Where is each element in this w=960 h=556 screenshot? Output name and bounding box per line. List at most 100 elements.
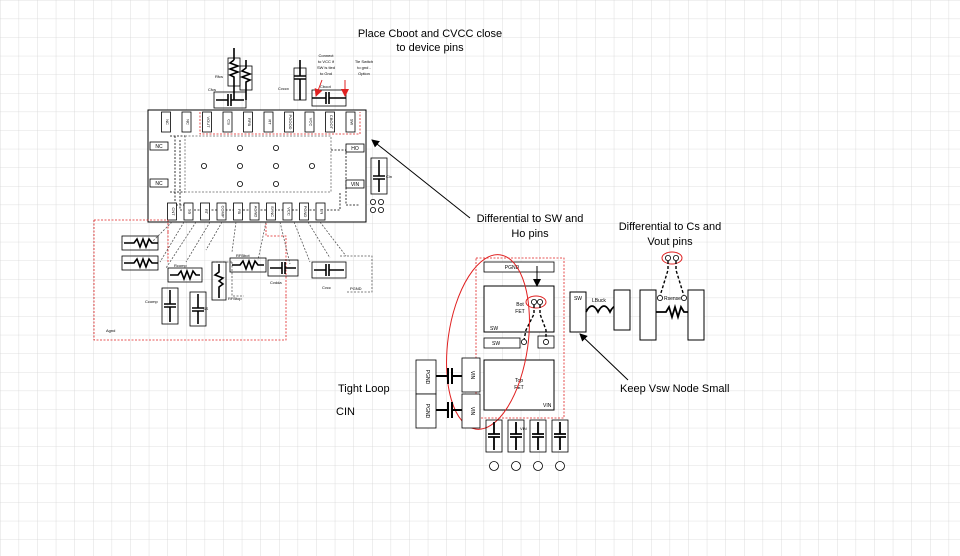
rsense: Rsense [639,251,705,341]
top-components: Rfcs Cfcs Cvccx Cboot [208,48,349,109]
svg-text:Differential to SW and: Differential to SW and [477,213,584,225]
note-keep-vsw: Keep Vsw Node Small [620,383,729,395]
top-pin: NC [161,111,171,133]
cfcs-label: Cfcs [208,87,216,92]
cin-label: CIN [336,406,355,418]
svg-text:Ccomp: Ccomp [145,299,158,304]
svg-text:VOUT: VOUT [206,116,211,128]
svg-text:SW is tied: SW is tied [317,65,335,70]
arrow-to-ic [371,139,471,219]
svg-text:PGND: PGND [424,370,430,385]
svg-text:PGND: PGND [424,404,430,419]
svg-text:PGND: PGND [350,286,362,291]
svg-text:SW: SW [490,326,498,332]
top-pin: CBOOT [325,111,335,133]
top-pin: VCC [304,111,315,133]
top-pin: CS [222,111,233,133]
svg-text:RT: RT [204,209,209,215]
svg-text:FET: FET [514,385,523,391]
svg-text:SS: SS [188,209,193,215]
svg-text:Cin: Cin [386,174,392,179]
top-pin: RFB [243,111,253,133]
svg-text:Connect: Connect [319,53,335,58]
svg-text:VIN: VIN [520,426,527,431]
svg-text:VCC: VCC [309,118,314,127]
svg-text:CNT: CNT [171,207,176,216]
rcomp-resistors [121,235,159,271]
svg-text:to VCC if: to VCC if [318,59,335,64]
svg-text:VCC: VCC [287,207,292,216]
note-place-caps: Place Cboot and CVCC close to device pin… [358,28,502,54]
thermal-vias [200,144,315,187]
note-diff-cs: Differential to Cs and Vout pins [619,221,722,248]
top-pin: SW [345,111,356,133]
svg-text:LBuck: LBuck [592,298,606,304]
svg-text:Vout pins: Vout pins [647,236,693,248]
svg-text:to device pins: to device pins [396,42,464,54]
svg-text:AGND: AGND [254,206,259,218]
tight-loop-label: Tight Loop [338,383,390,395]
svg-text:PGOOD: PGOOD [288,115,293,130]
svg-text:SS: SS [203,306,209,311]
right-pin-vin: VIN [351,182,360,188]
svg-text:FET: FET [515,309,524,315]
left-pin-1: NC [155,144,163,150]
svg-text:Cvcc: Cvcc [322,285,331,290]
svg-text:NC: NC [165,119,170,125]
bottom-pin: FB [233,202,243,221]
vin-caps: VIN [485,419,569,471]
vin-side: PGND PGND VIN VIN [415,357,481,429]
svg-text:RFBtop: RFBtop [228,296,242,301]
note-connect-vcc: Connect to VCC if SW is tied to Gnd [317,53,335,76]
bottom-pin: RT [200,202,210,221]
svg-text:VIN: VIN [469,407,475,416]
svg-text:Ho pins: Ho pins [511,228,549,240]
svg-text:Rsense: Rsense [664,296,681,302]
sw-block: SW [569,291,587,333]
svg-text:VIN: VIN [543,403,552,409]
vin-cap [507,419,525,471]
left-pin-2: NC [155,181,163,187]
svg-text:SYNC: SYNC [270,206,275,217]
svg-text:EN: EN [320,209,325,215]
ic-bottom-pins: CNT SS RT COMP FB AGND SYNC VCC PGND EN [167,202,326,221]
svg-text:COMP: COMP [221,206,226,218]
svg-text:Option: Option [358,71,370,76]
top-pin: RT [263,111,274,133]
bottom-pin: AGND [249,202,260,221]
right-pin-ho: HO [351,146,359,152]
cvdda: Cvdda [267,259,299,285]
agnd-region: Agnd [93,219,373,341]
cin-small: Cin [369,157,392,213]
ic-side-pins: NC NC HO VIN [149,141,365,189]
agnd-label: Agnd [106,328,115,333]
rcomp: Rcomp [167,263,203,283]
bot-fet-label: Bot [516,302,524,308]
vin-cap [485,419,503,471]
bottom-pin: CNT [167,202,177,221]
svg-text:RFB: RFB [247,118,252,126]
svg-text:CBOOT: CBOOT [329,115,334,130]
svg-text:to gnd -: to gnd - [357,65,371,70]
rfb-resistors: RFBbot RFBtop [211,253,267,301]
svg-text:FB: FB [237,209,242,214]
svg-text:Top: Top [515,378,523,384]
cboot-label: Cboot [320,84,332,89]
cvcc: Cvcc PGND [311,261,362,291]
tight-loop [446,254,530,430]
rfcs-label: Rfcs [215,74,223,79]
bottom-pin: SS [183,202,194,221]
pgnd-top: PGND [505,265,520,271]
svg-text:VIN: VIN [469,371,475,380]
lbuck: LBuck [585,289,631,331]
svg-text:Differential to Cs and: Differential to Cs and [619,221,722,233]
vin-cap [551,419,569,471]
svg-text:RT: RT [268,119,273,125]
note-diff-sw: Differential to SW and Ho pins [477,213,584,240]
svg-text:PGND: PGND [303,206,308,218]
svg-text:NC: NC [186,119,191,125]
svg-text:SW: SW [350,119,355,126]
